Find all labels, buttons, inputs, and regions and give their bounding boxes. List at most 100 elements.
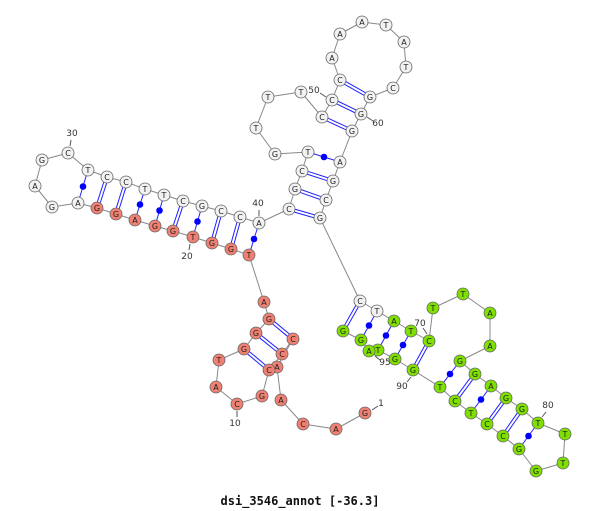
nucleotide-17: T	[242, 248, 256, 262]
nucleotide-letter: C	[266, 366, 272, 375]
nucleotide-73: A	[483, 306, 497, 320]
position-label: 20	[181, 252, 193, 262]
nucleotide-circle	[81, 163, 95, 177]
base-pair-line	[456, 377, 471, 396]
nucleotide-90: G	[406, 363, 420, 377]
nucleotide-79: G	[515, 402, 529, 416]
nucleotide-68: A	[387, 314, 401, 328]
nucleotide-28: A	[28, 179, 42, 193]
nucleotide-70: C	[422, 334, 436, 348]
nucleotide-letter: G	[349, 127, 355, 136]
nucleotide-letter: G	[39, 156, 45, 165]
nucleotide-48: T	[294, 85, 308, 99]
nucleotide-2: A	[329, 422, 343, 436]
nucleotide-letter: T	[85, 166, 91, 175]
nucleotide-67: T	[370, 304, 384, 318]
nucleotide-42: G	[288, 182, 302, 196]
nucleotide-64: C	[319, 193, 333, 207]
nucleotide-circle	[496, 429, 510, 443]
nucleotide-letter: A	[488, 382, 494, 391]
nucleotide-circle	[354, 107, 368, 121]
nucleotide-39: C	[233, 210, 247, 224]
nucleotide-6: C	[286, 332, 300, 346]
nucleotide-letter: G	[533, 467, 539, 476]
nucleotide-31: T	[81, 163, 95, 177]
nucleotide-letter: G	[367, 93, 373, 102]
base-pair-line	[294, 211, 314, 219]
nucleotide-letter: A	[256, 219, 262, 228]
nucleotide-letter: T	[460, 290, 466, 299]
nucleotide-letter: A	[213, 383, 219, 392]
nucleotide-75: G	[453, 354, 467, 368]
nucleotide-letter: T	[560, 459, 566, 468]
nucleotide-letter: C	[237, 213, 243, 222]
wobble-pair-dot	[382, 332, 390, 339]
nucleotide-letter: T	[142, 185, 148, 194]
base-pair-line	[172, 206, 181, 225]
nucleotide-21: G	[166, 224, 180, 238]
nucleotide-4: A	[274, 393, 288, 407]
nucleotide-10: C	[230, 397, 244, 411]
nucleotide-letter: C	[279, 350, 285, 359]
nucleotide-circle	[209, 380, 223, 394]
position-tick	[541, 411, 547, 418]
position-tick	[69, 139, 72, 147]
nucleotide-72: T	[456, 287, 470, 301]
nucleotide-letter: C	[452, 397, 458, 406]
position-tick	[422, 327, 428, 335]
nucleotide-25: G	[90, 201, 104, 215]
base-pair-line	[507, 414, 521, 433]
nucleotide-circle	[252, 216, 266, 230]
nucleotide-circle	[556, 456, 570, 470]
wobble-pair-dot	[365, 322, 373, 329]
nucleotide-93: A	[362, 344, 376, 358]
nucleotide-74: A	[483, 339, 497, 353]
nucleotide-circle	[529, 464, 543, 478]
nucleotide-letter: A	[337, 30, 343, 39]
nucleotide-circle	[313, 211, 327, 225]
nucleotide-circle	[286, 332, 300, 346]
base-pair-line	[295, 208, 315, 216]
position-label: 40	[252, 199, 264, 209]
nucleotide-56: A	[397, 35, 411, 49]
nucleotide-letter: C	[357, 297, 363, 306]
nucleotide-1: G	[358, 406, 372, 420]
nucleotide-circle	[282, 202, 296, 216]
wobble-pair-dot	[156, 207, 163, 214]
position-label: 70	[414, 319, 426, 329]
base-pair-line	[274, 321, 290, 335]
position-label: 95	[379, 358, 390, 368]
nucleotide-55: T	[379, 18, 393, 32]
nucleotide-circle	[515, 402, 529, 416]
nucleotide-81: T	[558, 427, 572, 441]
nucleotide-circle	[205, 236, 219, 250]
nucleotide-circle	[242, 248, 256, 262]
wobble-pair-dot	[194, 218, 201, 225]
nucleotide-26: A	[71, 196, 85, 210]
nucleotide-letter: C	[300, 420, 306, 429]
nucleotide-circle	[333, 73, 347, 87]
nucleotide-circle	[370, 304, 384, 318]
nucleotide-82: T	[556, 456, 570, 470]
nucleotide-letter: G	[266, 315, 272, 324]
nucleotide-letter: A	[32, 182, 38, 191]
nucleotide-letter: T	[383, 21, 389, 30]
nucleotide-circle	[45, 200, 59, 214]
base-pair-line	[115, 187, 124, 208]
nucleotide-circle	[288, 182, 302, 196]
nucleotide-letter: T	[253, 124, 259, 133]
nucleotide-circle	[249, 326, 263, 340]
nucleotide-letter: C	[329, 96, 335, 105]
nucleotide-24: G	[109, 207, 123, 221]
nucleotide-letter: C	[319, 113, 325, 122]
nucleotide-letter: G	[410, 366, 416, 375]
structure-title: dsi_3546_annot [-36.3]	[220, 494, 380, 508]
nucleotide-circle	[326, 174, 340, 188]
wobble-pair-dot	[446, 370, 454, 378]
nucleotide-letter: A	[278, 396, 284, 405]
nucleotide-circle	[301, 145, 315, 159]
nucleotide-letter: T	[374, 307, 380, 316]
wobble-pair-dot	[136, 201, 144, 208]
nucleotide-letter: T	[161, 191, 167, 200]
